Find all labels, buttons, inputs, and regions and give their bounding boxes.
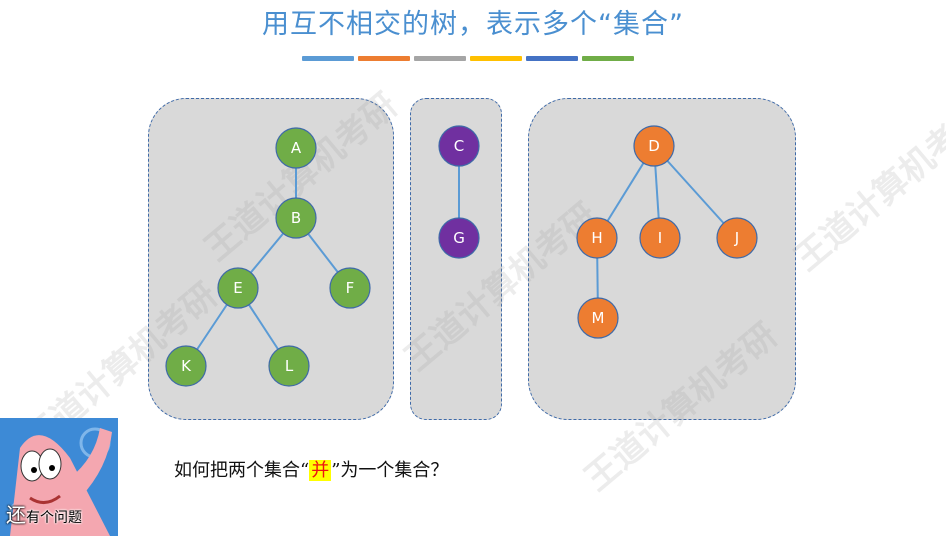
- node-label: E: [233, 279, 242, 297]
- node-A: A: [276, 128, 316, 168]
- node-label: C: [454, 137, 464, 155]
- question-after: ”为一个集合？: [331, 460, 448, 481]
- question-before: 如何把两个集合“: [174, 460, 309, 481]
- node-label: B: [291, 209, 301, 227]
- node-M: M: [578, 298, 618, 338]
- node-I: I: [640, 218, 680, 258]
- node-label: G: [453, 229, 465, 247]
- node-L: L: [269, 346, 309, 386]
- node-F: F: [330, 268, 370, 308]
- node-label: I: [658, 229, 662, 247]
- node-label: M: [592, 309, 605, 327]
- node-label: K: [181, 357, 192, 375]
- node-B: B: [276, 198, 316, 238]
- node-label: H: [591, 229, 602, 247]
- node-E: E: [218, 268, 258, 308]
- question-text: 如何把两个集合“并”为一个集合？: [174, 456, 448, 482]
- node-J: J: [717, 218, 757, 258]
- node-label: J: [734, 229, 739, 247]
- node-D: D: [634, 126, 674, 166]
- node-label: A: [291, 139, 302, 157]
- node-label: L: [285, 357, 294, 375]
- node-C: C: [439, 126, 479, 166]
- node-H: H: [577, 218, 617, 258]
- node-K: K: [166, 346, 206, 386]
- question-highlight: 并: [309, 460, 331, 481]
- node-label: F: [346, 279, 355, 297]
- node-G: G: [439, 218, 479, 258]
- sticker-image: 还有个问题: [0, 418, 118, 536]
- sticker-caption: 还有个问题: [6, 499, 82, 528]
- node-label: D: [648, 137, 660, 155]
